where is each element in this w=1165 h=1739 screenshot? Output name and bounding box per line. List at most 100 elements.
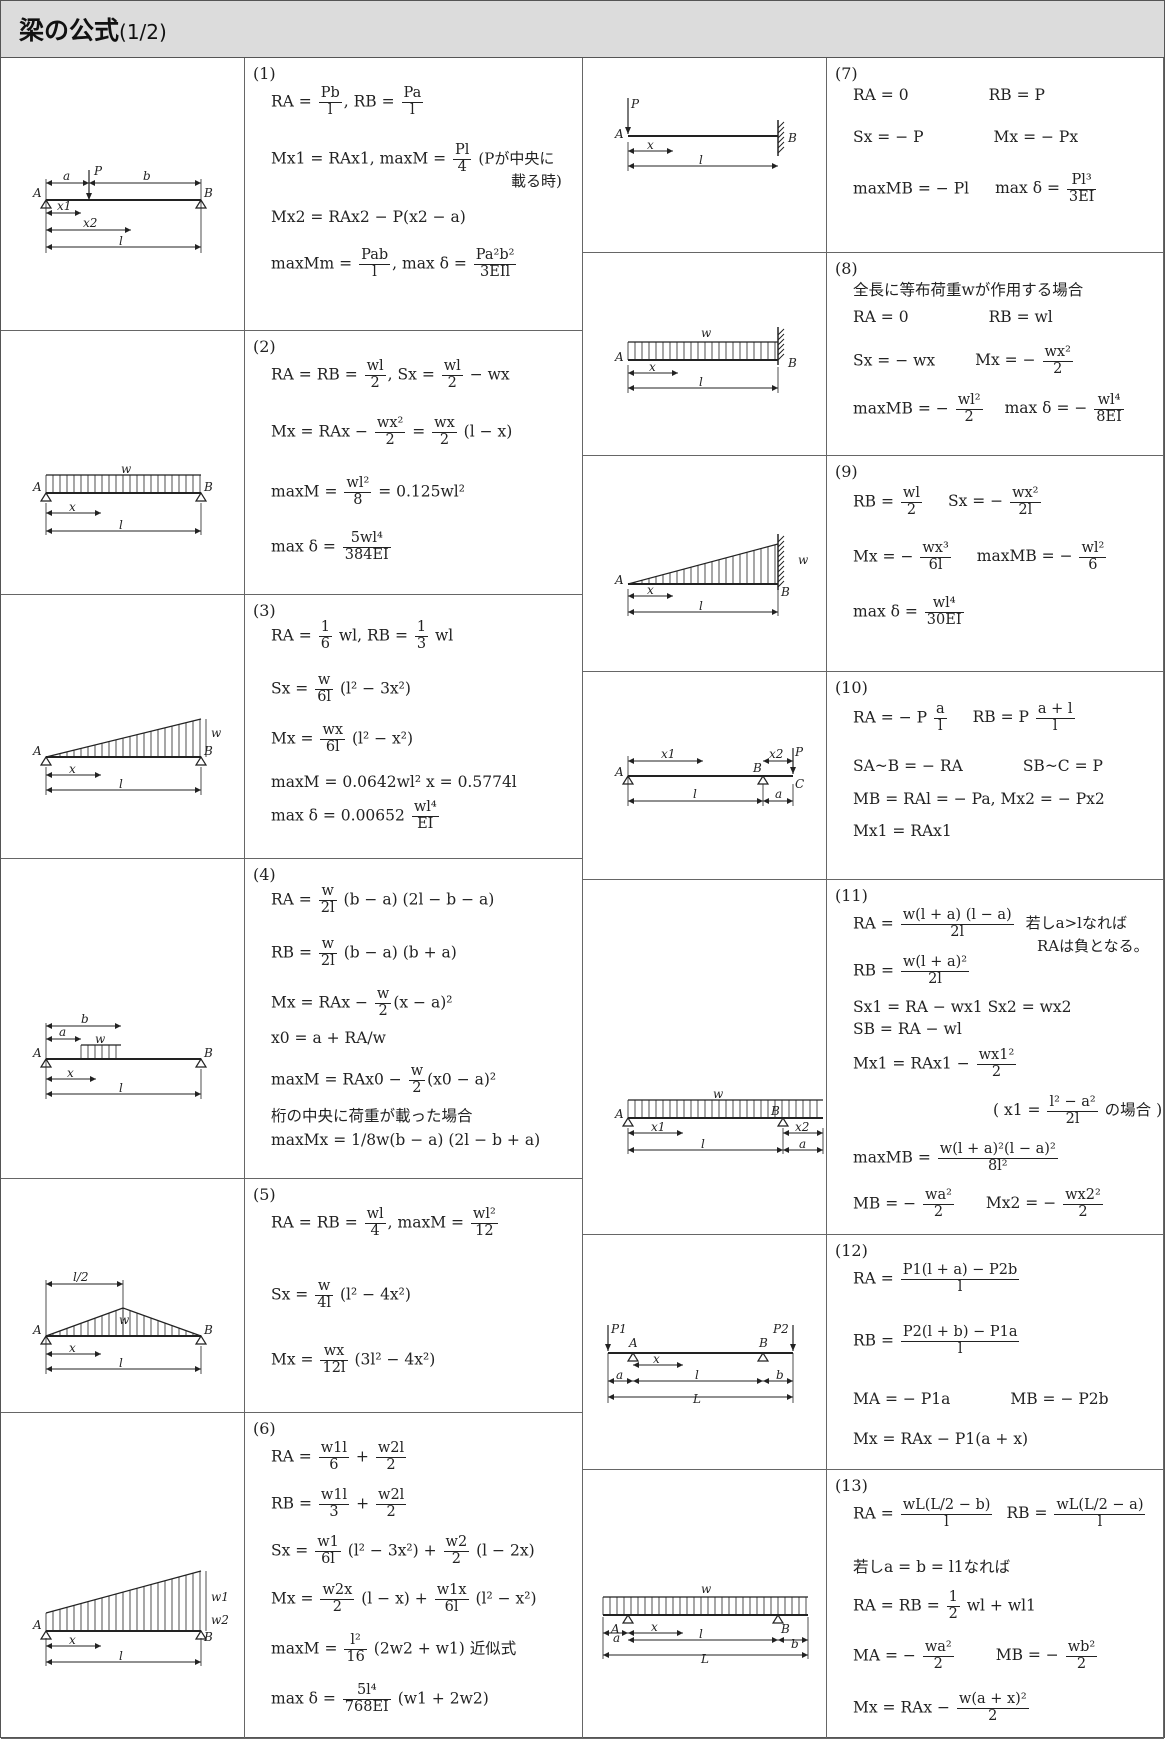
dimension-line: [633, 1378, 763, 1384]
dimension-line: [46, 244, 201, 250]
dimension-line: [763, 758, 793, 764]
numerator: wl⁴: [1094, 392, 1124, 410]
dimension-line: [763, 1378, 793, 1384]
label-x: x: [647, 583, 654, 597]
denominator: 2: [412, 1079, 422, 1096]
dimension-line: [628, 593, 673, 599]
denominator: 6: [1088, 556, 1098, 573]
distributed-load: [627, 341, 778, 360]
text: Mx = −: [975, 351, 1041, 370]
case-number: (3): [253, 601, 276, 620]
numerator: wl⁴: [924, 595, 964, 613]
denominator: 2: [906, 501, 917, 518]
numerator: w1: [315, 1534, 341, 1552]
text: , Sx =: [387, 365, 440, 384]
distributed-load: [122, 1307, 202, 1337]
text: 若しa>lなれば: [1025, 914, 1127, 933]
support-A: [626, 1351, 640, 1362]
text: 全長に等布荷重wが作用する場合: [853, 281, 1084, 299]
label-a: a: [799, 1137, 806, 1151]
text: Sx =: [271, 679, 314, 698]
text: max δ = −: [1004, 399, 1093, 418]
denominator: 2: [933, 1203, 944, 1220]
formula-line: Sx1 = RA − wx1 Sx2 = wx2: [853, 998, 1072, 1016]
text: (l² − 3x²) +: [342, 1541, 442, 1560]
text: =: [407, 422, 431, 441]
numerator: wx1²: [976, 1047, 1017, 1065]
text: Sx1 = RA − wx1 Sx2 = wx2: [853, 998, 1072, 1016]
label-l: l: [119, 1649, 123, 1663]
label-B: B: [780, 1622, 790, 1636]
denominator: 2l: [928, 970, 942, 987]
label-P: P: [93, 164, 103, 178]
text: Mx = RAx −: [853, 1698, 955, 1717]
label-C: C: [795, 777, 804, 791]
text: (x − a)²: [393, 993, 453, 1012]
case-number: (4): [253, 865, 276, 884]
text: SB = RA − wl: [853, 1020, 962, 1038]
text: (w1 + 2w2): [392, 1689, 489, 1708]
numerator: w: [315, 672, 334, 690]
text: RB = wl: [988, 308, 1053, 326]
dimension-line: [628, 609, 778, 615]
text: MB = −: [853, 1194, 922, 1213]
numerator: 1: [946, 1589, 960, 1607]
denominator: l: [1052, 717, 1058, 734]
text: RAは負となる。: [1037, 937, 1149, 955]
numerator: wx²: [374, 415, 406, 433]
label-x: x: [67, 1066, 74, 1080]
text: Sx =: [271, 1541, 314, 1560]
text: Mx = − Px: [993, 128, 1079, 146]
text: maxMB =: [853, 1148, 936, 1167]
text: +: [351, 1447, 374, 1466]
text: RA =: [853, 914, 899, 933]
numerator: wa²: [923, 1187, 954, 1205]
text: maxMB = −: [976, 547, 1078, 566]
label-x1: x1: [651, 1120, 665, 1134]
dimension-line: [46, 210, 81, 216]
text: RB = P: [972, 708, 1034, 727]
denominator: l: [327, 101, 333, 118]
text: RB =: [271, 943, 317, 962]
text: RA =: [271, 626, 317, 645]
text: (l² − 3x²): [335, 679, 411, 698]
denominator: 2: [447, 374, 457, 391]
title-subtitle: (1/2): [119, 20, 167, 44]
numerator: wl²: [1079, 540, 1107, 558]
label-w: w: [211, 726, 222, 740]
dimension-line: [628, 1637, 778, 1643]
text: RB =: [853, 492, 899, 511]
text: x0 = a + RA/w: [271, 1029, 386, 1047]
text: maxM = RAx0 −: [271, 1070, 407, 1089]
numerator: wx: [320, 722, 346, 740]
dimension-line: [46, 180, 89, 186]
